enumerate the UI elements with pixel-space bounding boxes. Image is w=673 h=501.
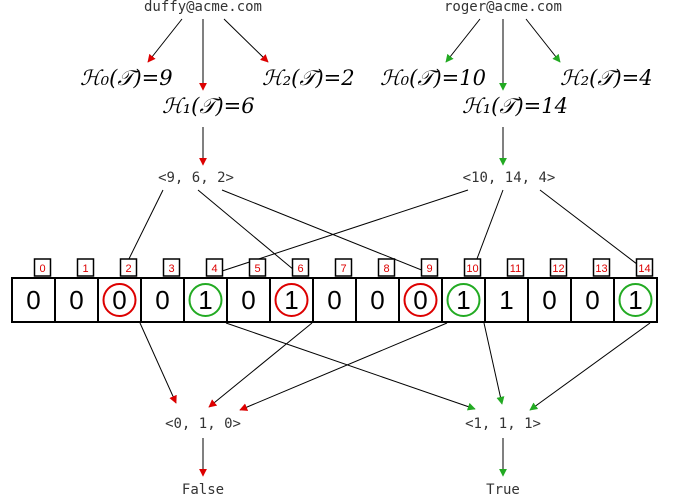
bit-value-0: 0 — [26, 285, 40, 315]
bit-cell-8 — [355, 277, 400, 323]
bit-cell-4 — [183, 277, 228, 323]
bit-value-8: 0 — [370, 285, 384, 315]
index-label-1: 1 — [82, 263, 88, 275]
bit-value-5: 0 — [241, 285, 255, 315]
index-label-9: 9 — [426, 263, 432, 275]
bit-value-2: 0 — [112, 285, 126, 315]
duffy-result: False — [182, 482, 224, 498]
hash-duffy-h1: ℋ₁(𝒯)=6 — [162, 94, 255, 118]
roger-hash-tuple: <10, 14, 4> — [463, 170, 556, 186]
bit-value-3: 0 — [155, 285, 169, 315]
index-label-13: 13 — [595, 263, 607, 275]
index-label-11: 11 — [510, 263, 521, 275]
bit-value-10: 1 — [456, 285, 470, 315]
bit-cell-11 — [484, 277, 529, 323]
bit-value-6: 1 — [284, 285, 298, 315]
bit-value-14: 1 — [628, 285, 642, 315]
bit-value-7: 0 — [327, 285, 341, 315]
bit-highlight-circle-10 — [446, 283, 481, 317]
index-box-8 — [377, 258, 396, 277]
bit-value-12: 0 — [542, 285, 556, 315]
bit-value-1: 0 — [69, 285, 83, 315]
index-box-2 — [119, 258, 138, 277]
duffy-lookup-arrows — [139, 322, 448, 411]
roger-lookup-arrows — [225, 322, 651, 411]
index-label-4: 4 — [211, 263, 217, 275]
index-label-5: 5 — [254, 263, 260, 275]
index-box-0 — [33, 258, 52, 277]
roger-hash-arrows — [445, 18, 561, 91]
index-label-14: 14 — [638, 263, 650, 275]
email-duffy: duffy@acme.com — [144, 0, 262, 15]
bit-highlight-circle-9 — [403, 283, 438, 317]
index-box-1 — [76, 258, 95, 277]
index-label-3: 3 — [168, 263, 174, 275]
bit-value-11: 1 — [499, 285, 513, 315]
index-label-8: 8 — [383, 263, 389, 275]
bit-value-9: 0 — [413, 285, 427, 315]
bit-highlight-circle-2 — [102, 283, 137, 317]
duffy-lookup-tuple: <0, 1, 0> — [165, 416, 241, 432]
bit-highlight-circle-6 — [274, 283, 309, 317]
bit-value-13: 0 — [585, 285, 599, 315]
duffy-hash-tuple: <9, 6, 2> — [158, 170, 234, 186]
email-roger: roger@acme.com — [444, 0, 562, 15]
index-label-10: 10 — [466, 263, 478, 275]
index-label-0: 0 — [39, 263, 45, 275]
hash-roger-h1: ℋ₁(𝒯)=14 — [462, 94, 568, 118]
index-box-5 — [248, 258, 267, 277]
bit-cell-7 — [312, 277, 357, 323]
index-box-3 — [162, 258, 181, 277]
hash-duffy-h0: ℋ₀(𝒯)=9 — [80, 66, 173, 90]
bit-cell-2 — [97, 277, 142, 323]
index-label-12: 12 — [552, 263, 564, 275]
index-box-11 — [506, 258, 525, 277]
index-box-13 — [592, 258, 611, 277]
index-box-9 — [420, 258, 439, 277]
index-box-7 — [334, 258, 353, 277]
roger-result: True — [486, 482, 520, 498]
bit-cell-5 — [226, 277, 271, 323]
index-label-7: 7 — [340, 263, 346, 275]
index-box-12 — [549, 258, 568, 277]
index-box-6 — [291, 258, 310, 277]
bit-cell-14 — [613, 277, 658, 323]
index-label-2: 2 — [125, 263, 131, 275]
hash-duffy-h2: ℋ₂(𝒯)=2 — [262, 66, 355, 90]
hash-roger-h0: ℋ₀(𝒯)=10 — [380, 66, 486, 90]
bit-highlight-circle-4 — [188, 283, 223, 317]
index-box-4 — [205, 258, 224, 277]
index-box-14 — [635, 258, 654, 277]
roger-lookup-tuple: <1, 1, 1> — [465, 416, 541, 432]
hash-roger-h2: ℋ₂(𝒯)=4 — [560, 66, 653, 90]
index-label-6: 6 — [297, 263, 303, 275]
bit-highlight-circle-14 — [618, 283, 653, 317]
bit-value-4: 1 — [198, 285, 212, 315]
duffy-hash-arrows — [147, 18, 269, 91]
index-box-10 — [463, 258, 482, 277]
